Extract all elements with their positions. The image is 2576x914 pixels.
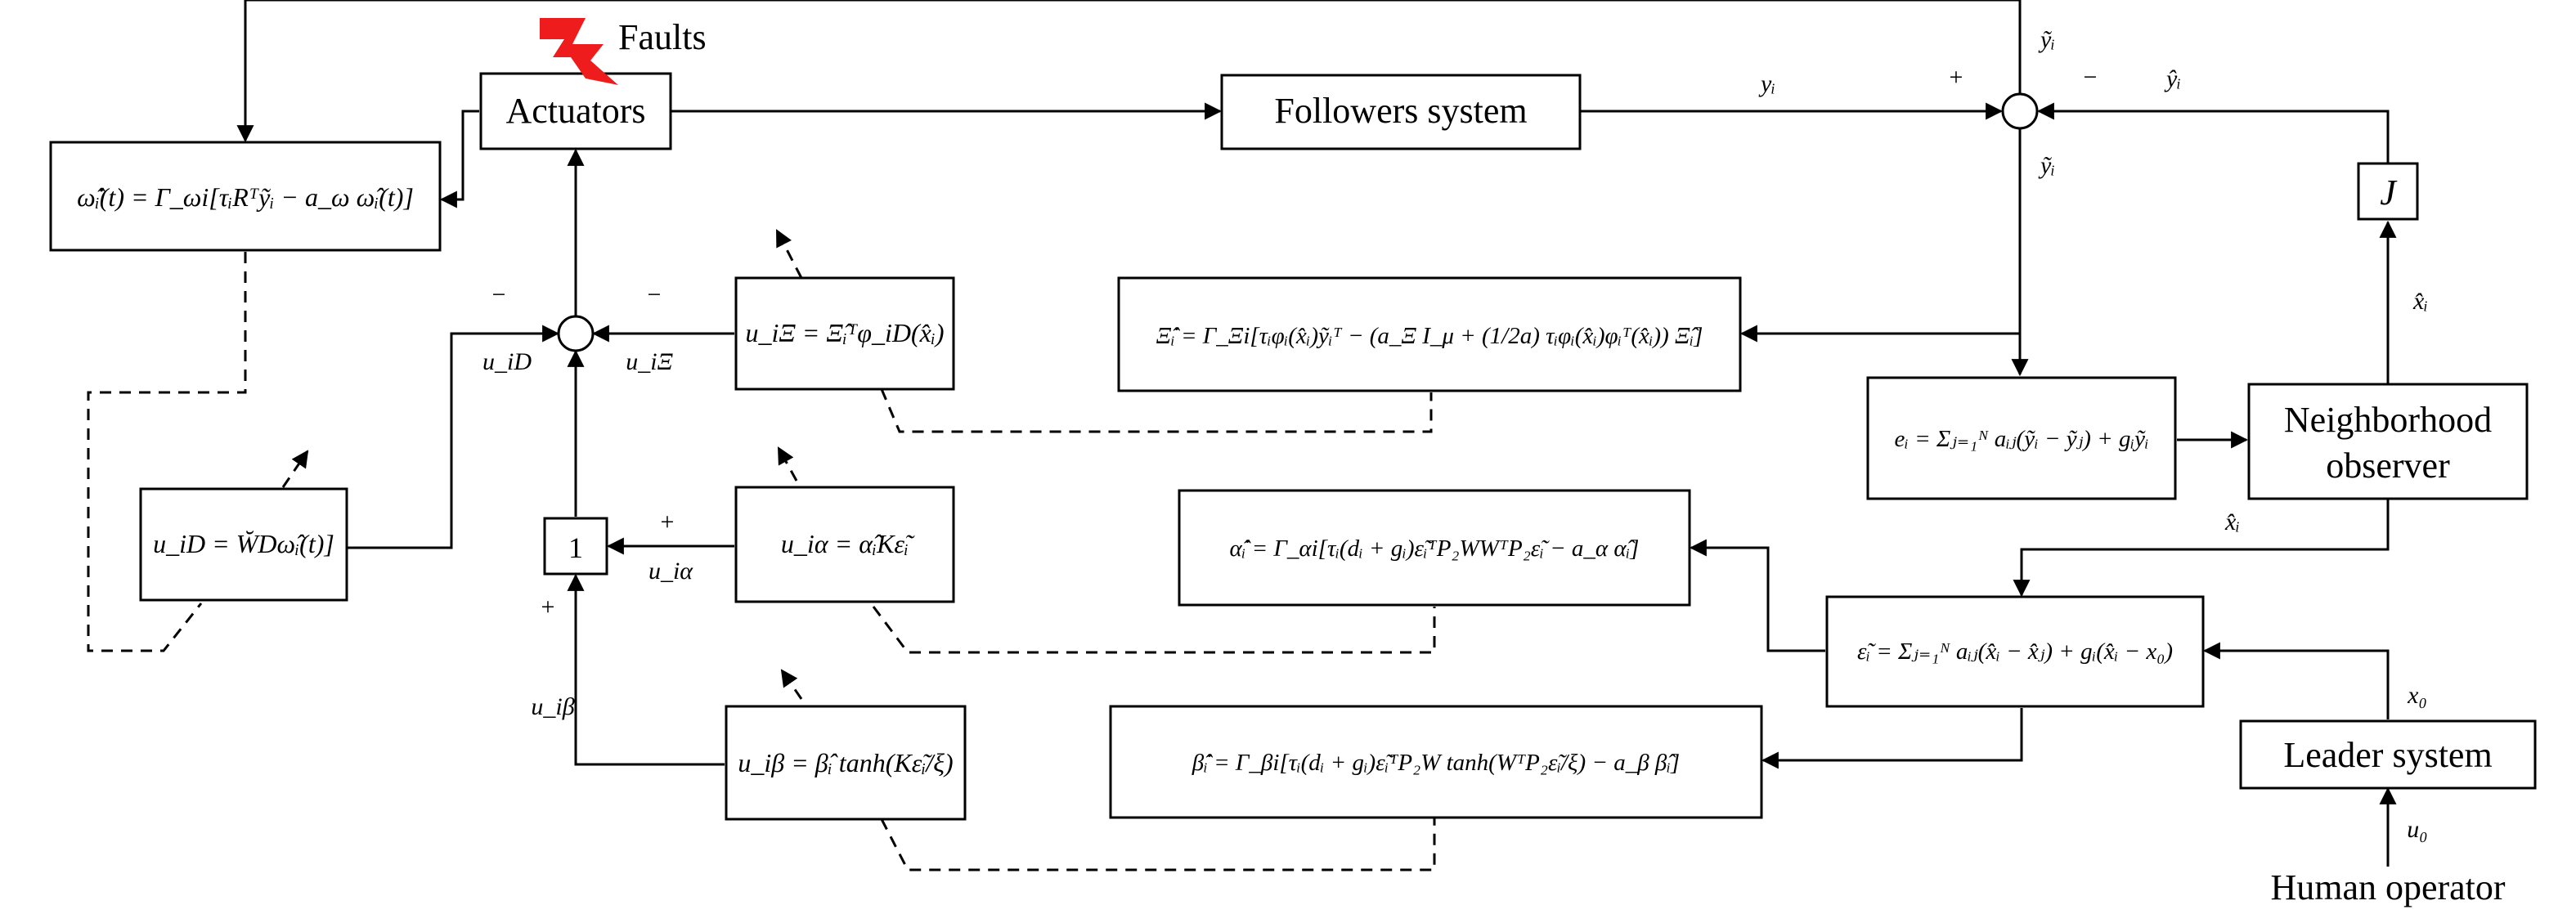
sign-sum-minus-uixi: − [648, 281, 662, 308]
alpha-update-box: α̂̇ᵢ = Γ_αi[τᵢ(dᵢ + gᵢ)ε̃ᵢᵀP₂WWᵀP₂ε̃ᵢ − … [1178, 489, 1691, 607]
dash-beta-link [880, 816, 1436, 871]
sum-junction-output [2001, 92, 2039, 130]
signal-x0: x₀ [2407, 682, 2427, 709]
beta-update-eq: β̂̇ᵢ = Γ_βi[τᵢ(dᵢ + gᵢ)ε̃ᵢᵀP₂W tanh(WᵀP₂… [1192, 750, 1680, 776]
u-ialpha-box: u_iα = α̂ᵢKε̃ᵢ [734, 486, 955, 603]
sign-gain-plus-alpha: + [661, 509, 675, 535]
wire-actuators-to-omega [439, 110, 479, 208]
wire-yhat-to-sum [2036, 102, 2390, 186]
u-ixi-box: u_iΞ = Ξ̂ᵢᵀφ_iD(x̂ᵢ) [734, 276, 955, 391]
signal-u-ibeta: u_iβ [531, 693, 574, 720]
signal-y-i: yᵢ [1758, 70, 1775, 97]
sign-sum-plus: + [1950, 64, 1963, 91]
dash-xi-link [880, 388, 1433, 433]
xi-update-eq: Ξ̂̇ᵢ = Γ_Ξi[τᵢφᵢ(x̂ᵢ)ỹᵢᵀ − (a_Ξ I_μ + (1… [1156, 323, 1703, 349]
signal-y-tilde-mid: ỹᵢ [2038, 152, 2055, 179]
j-block: J [2357, 162, 2419, 221]
signal-wires [236, 0, 2397, 867]
dash-uialpha-adjust [777, 446, 798, 482]
e-i-eq: eᵢ = Σⱼ₌₁ᴺ aᵢⱼ(ỹᵢ − ỹⱼ) + gᵢỹᵢ [1894, 426, 2148, 452]
actuators-label: Actuators [505, 91, 645, 131]
u-ixi-eq: u_iΞ = Ξ̂ᵢᵀφ_iD(x̂ᵢ) [745, 318, 944, 347]
omega-update-box: ω̂̇ᵢ(t) = Γ_ωi[τᵢRᵀỹᵢ − a_ω ω̂ᵢ(t)] [49, 141, 442, 252]
xi-update-box: Ξ̂̇ᵢ = Γ_Ξi[τᵢφᵢ(x̂ᵢ)ỹᵢᵀ − (a_Ξ I_μ + (1… [1117, 276, 1742, 392]
fault-bolt-icon [540, 18, 618, 85]
signal-u-ixi: u_iΞ [626, 348, 673, 375]
alpha-update-eq: α̂̇ᵢ = Γ_αi[τᵢ(dᵢ + gᵢ)ε̃ᵢᵀP₂WWᵀP₂ε̃ᵢ − … [1230, 535, 1640, 562]
human-operator-label: Human operator [2270, 867, 2505, 907]
wire-uibeta-to-gain [567, 573, 725, 766]
signal-u-id: u_iD [482, 348, 532, 375]
u-id-eq: u_iD = W̆Dω̂ᵢ(t)] [153, 529, 334, 558]
wire-observer-to-eps [2013, 499, 2390, 598]
leader-label: Leader system [2283, 735, 2492, 775]
wire-eps-to-alpha-update [1689, 539, 1825, 652]
signal-x-hat-eps: x̂ᵢ [2224, 509, 2240, 535]
dash-alpha-link [872, 606, 1436, 654]
signal-u0: u₀ [2407, 816, 2427, 843]
u-id-box: u_iD = W̆Dω̂ᵢ(t)] [139, 487, 348, 602]
wire-leader-to-eps [2202, 642, 2390, 719]
dash-uibeta-adjust [780, 669, 803, 700]
observer-label-line2: observer [2326, 446, 2450, 486]
eps-i-box: ε̃ᵢ = Σⱼ₌₁ᴺ aᵢⱼ(x̂ᵢ − x̂ⱼ) + gᵢ(x̂ᵢ − x₀… [1825, 595, 2205, 708]
leader-system-block: Leader system [2239, 719, 2537, 790]
u-ibeta-box: u_iβ = β̂ᵢ tanh(Kε̃ᵢ/ξ) [725, 705, 967, 821]
sign-gain-plus-beta: + [541, 594, 555, 621]
dash-uid-adjust [281, 450, 309, 488]
followers-label: Followers system [1274, 91, 1527, 131]
sign-sum-minus: − [2084, 64, 2098, 91]
wire-uid-to-sum [347, 325, 560, 549]
sum-junction-control [557, 315, 595, 352]
signal-y-tilde-top: ỹᵢ [2038, 26, 2055, 53]
signal-u-ialpha: u_iα [648, 558, 693, 585]
actuators-block: Actuators [479, 72, 672, 150]
adaptation-dashed-links [87, 229, 1436, 871]
u-ialpha-eq: u_iα = α̂ᵢKε̃ᵢ [781, 529, 915, 558]
faults-label: Faults [618, 17, 707, 57]
observer-label-line1: Neighborhood [2284, 400, 2492, 440]
followers-block: Followers system [1220, 74, 1582, 150]
signal-y-hat: ŷᵢ [2164, 65, 2181, 92]
sign-sum-minus-uid: − [492, 281, 506, 308]
signal-x-hat-observer: x̂ᵢ [2412, 288, 2428, 315]
omega-update-eq: ω̂̇ᵢ(t) = Γ_ωi[τᵢRᵀỹᵢ − a_ω ω̂ᵢ(t)] [77, 182, 414, 212]
dash-uixi-adjust [775, 229, 803, 279]
wire-y-tilde-to-omega [236, 0, 2022, 143]
wire-eps-to-beta-update [1761, 708, 2023, 769]
beta-update-box: β̂̇ᵢ = Γ_βi[τᵢ(dᵢ + gᵢ)ε̃ᵢᵀP₂W tanh(WᵀP₂… [1109, 705, 1763, 819]
j-label: J [2380, 172, 2398, 213]
gain-one-block: 1 [543, 517, 608, 576]
eps-i-eq: ε̃ᵢ = Σⱼ₌₁ᴺ aᵢⱼ(x̂ᵢ − x̂ⱼ) + gᵢ(x̂ᵢ − x₀… [1857, 638, 2173, 665]
neighborhood-observer-block: Neighborhood observer [2247, 383, 2529, 500]
u-ibeta-eq: u_iβ = β̂ᵢ tanh(Kε̃ᵢ/ξ) [738, 748, 953, 777]
e-i-box: eᵢ = Σⱼ₌₁ᴺ aᵢⱼ(ỹᵢ − ỹⱼ) + gᵢỹᵢ [1866, 376, 2177, 500]
gain-one-label: 1 [568, 531, 583, 564]
